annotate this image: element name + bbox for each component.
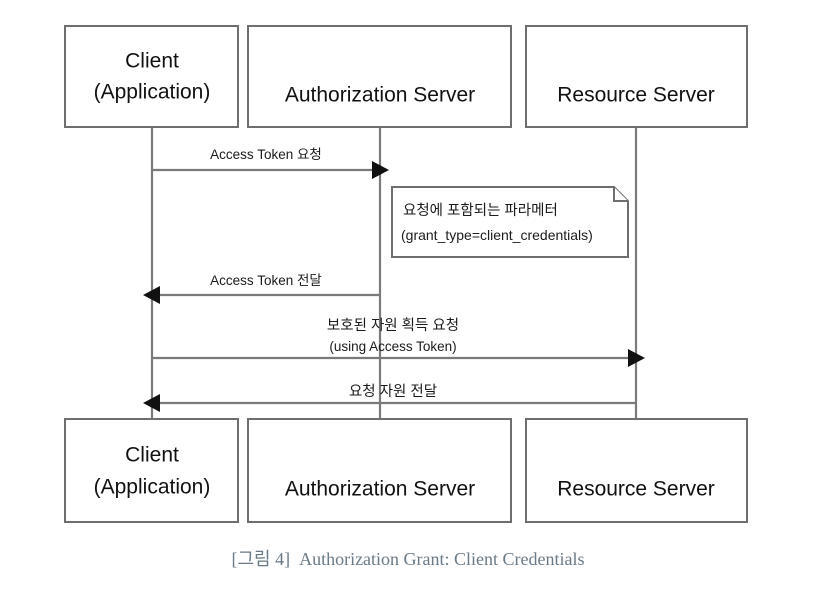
participant-label-authorization-server-bottom: Authorization Server [285, 478, 475, 501]
message-3-label-line1: 보호된 자원 획득 요청 [327, 317, 459, 334]
message-2-arrowhead-left [143, 286, 160, 304]
participant-label-resource-server-bottom: Resource Server [557, 478, 715, 501]
participant-label-client-bottom-line2: (Application) [94, 476, 211, 499]
participant-box-authorization-server-top[interactable] [247, 25, 512, 128]
message-4-label: 요청 자원 전달 [349, 383, 437, 400]
participant-box-client-top[interactable] [64, 25, 239, 128]
note-label-line1: 요청에 포함되는 파라메터 [403, 202, 558, 219]
participant-label-resource-server-top: Resource Server [557, 84, 715, 107]
participant-boxes-top: Client (Application) Authorization Serve… [64, 25, 748, 128]
message-2-label: Access Token 전달 [210, 273, 322, 288]
message-3-label-line2: (using Access Token) [329, 339, 456, 354]
message-3-arrowhead-right [628, 349, 645, 367]
message-4-resource-delivery[interactable]: 요청 자원 전달 [143, 383, 636, 412]
message-2-access-token-delivery[interactable]: Access Token 전달 [143, 273, 380, 304]
participant-box-resource-server-bottom[interactable] [525, 418, 748, 523]
message-4-arrowhead-left [143, 394, 160, 412]
participant-label-client-top-line1: Client [125, 50, 179, 73]
participant-box-resource-server-top[interactable] [525, 25, 748, 128]
lifelines [150, 127, 638, 419]
figure-caption: [그림 4] Authorization Grant: Client Crede… [231, 549, 585, 569]
note-request-parameters[interactable]: 요청에 포함되는 파라메터 (grant_type=client_credent… [391, 186, 629, 258]
message-3-protected-resource-request[interactable]: 보호된 자원 획득 요청 (using Access Token) [152, 317, 645, 367]
participant-box-client-bottom[interactable] [64, 418, 239, 523]
participant-label-authorization-server-top: Authorization Server [285, 84, 475, 107]
note-fold-corner [613, 187, 628, 202]
message-1-label: Access Token 요청 [210, 147, 322, 162]
message-1-arrowhead-right [372, 161, 389, 179]
participant-label-client-bottom-line1: Client [125, 444, 179, 467]
participant-label-client-top-line2: (Application) [94, 81, 211, 104]
participant-boxes-bottom: Client (Application) Authorization Serve… [64, 418, 748, 523]
note-label-line2: (grant_type=client_credentials) [401, 227, 593, 243]
participant-box-authorization-server-bottom[interactable] [247, 418, 512, 523]
note-body [391, 186, 629, 258]
message-1-access-token-request[interactable]: Access Token 요청 [152, 147, 389, 179]
